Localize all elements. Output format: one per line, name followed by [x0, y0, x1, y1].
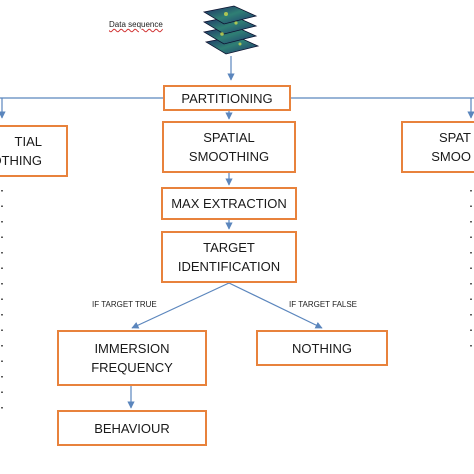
nothing-label: NOTHING	[292, 340, 352, 356]
behaviour-label: BEHAVIOUR	[94, 420, 170, 436]
if-target-false-label: IF TARGET FALSE	[289, 300, 358, 309]
smoothing-center-line1: SPATIAL	[203, 130, 255, 145]
edge-target-to-nothing	[228, 282, 323, 329]
max-extraction-label: MAX EXTRACTION	[171, 196, 287, 211]
immersion-frequency-line2: FREQUENCY	[91, 360, 173, 375]
max-extraction-node: MAX EXTRACTION	[161, 187, 297, 220]
stacked-data-layers-icon	[202, 5, 260, 55]
immersion-frequency-line1: IMMERSION	[94, 341, 170, 356]
smoothing-right-line1: SPAT	[438, 130, 471, 145]
smoothing-node-right: SPAT SMOO	[401, 121, 474, 173]
smoothing-left-line1: TIAL	[14, 134, 42, 149]
smoothing-node-left: TIAL OTHING	[0, 125, 68, 177]
target-identification-line1: TARGET	[203, 240, 255, 255]
partitioning-label: PARTITIONING	[181, 90, 273, 106]
nothing-node: NOTHING	[256, 330, 388, 366]
right-edge-dotted-continuation	[470, 190, 472, 350]
input-data-label: Data sequence	[109, 20, 163, 29]
immersion-frequency-node: IMMERSION FREQUENCY	[57, 330, 207, 386]
smoothing-center-line2: SMOOTHING	[188, 149, 270, 164]
smoothing-node-center: SPATIAL SMOOTHING	[162, 121, 296, 173]
target-identification-line2: IDENTIFICATION	[177, 259, 281, 274]
if-target-true-label: IF TARGET TRUE	[92, 300, 157, 309]
edge-target-to-immersion	[131, 282, 230, 329]
behaviour-node: BEHAVIOUR	[57, 410, 207, 446]
left-edge-dotted-continuation	[1, 190, 3, 415]
partitioning-node: PARTITIONING	[163, 85, 291, 111]
target-identification-node: TARGET IDENTIFICATION	[161, 231, 297, 283]
smoothing-left-line2: OTHING	[0, 153, 42, 168]
smoothing-right-line2: SMOO	[431, 149, 471, 164]
